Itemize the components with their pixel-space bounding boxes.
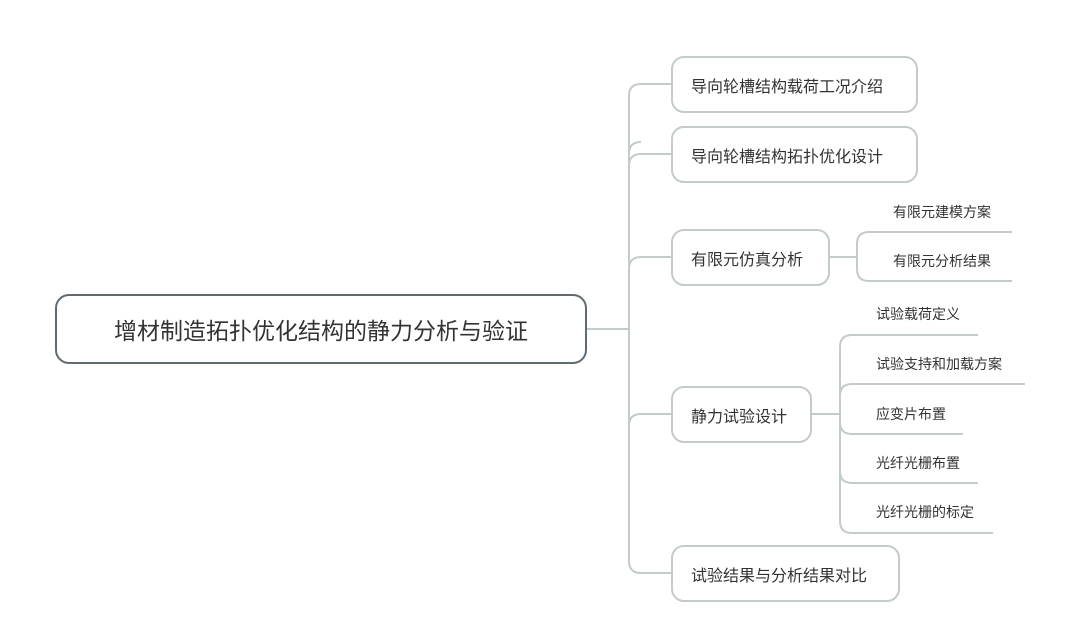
branch-topic[interactable]: 静力试验设计 [671, 386, 812, 443]
subtopic[interactable]: 有限元建模方案 [893, 205, 991, 221]
subtopic[interactable]: 有限元分析结果 [893, 254, 991, 270]
branch-label: 有限元仿真分析 [691, 249, 804, 269]
leaf-underline [839, 470, 978, 484]
subtopic[interactable]: 应变片布置 [876, 407, 946, 423]
root-topic[interactable]: 增材制造拓扑优化结构的静力分析与验证 [55, 294, 587, 364]
leaf-underline [839, 421, 963, 435]
subtopic[interactable]: 光纤光栅布置 [876, 456, 960, 472]
branch-connector [628, 256, 671, 270]
branch-topic[interactable]: 导向轮槽结构载荷工况介绍 [671, 56, 918, 113]
fem-bracket [856, 231, 1012, 282]
branch-topic[interactable]: 导向轮槽结构拓扑优化设计 [671, 126, 918, 183]
test-bracket [839, 334, 993, 534]
root-topic-label: 增材制造拓扑优化结构的静力分析与验证 [114, 319, 528, 345]
branch-connector [628, 413, 671, 427]
leaf-underline [839, 383, 1025, 397]
subtopic[interactable]: 试验支持和加载方案 [876, 357, 1002, 373]
branch-topic[interactable]: 有限元仿真分析 [671, 229, 830, 286]
subtopic[interactable]: 试验载荷定义 [876, 307, 960, 323]
trunk-line [628, 83, 671, 574]
branch-label: 试验结果与分析结果对比 [691, 565, 868, 585]
branch-connector [628, 141, 671, 167]
branch-topic[interactable]: 试验结果与分析结果对比 [671, 545, 900, 602]
branch-label: 导向轮槽结构拓扑优化设计 [691, 146, 884, 166]
subtopic[interactable]: 光纤光栅的标定 [876, 505, 974, 521]
branch-label: 导向轮槽结构载荷工况介绍 [691, 76, 884, 96]
branch-label: 静力试验设计 [691, 406, 788, 426]
